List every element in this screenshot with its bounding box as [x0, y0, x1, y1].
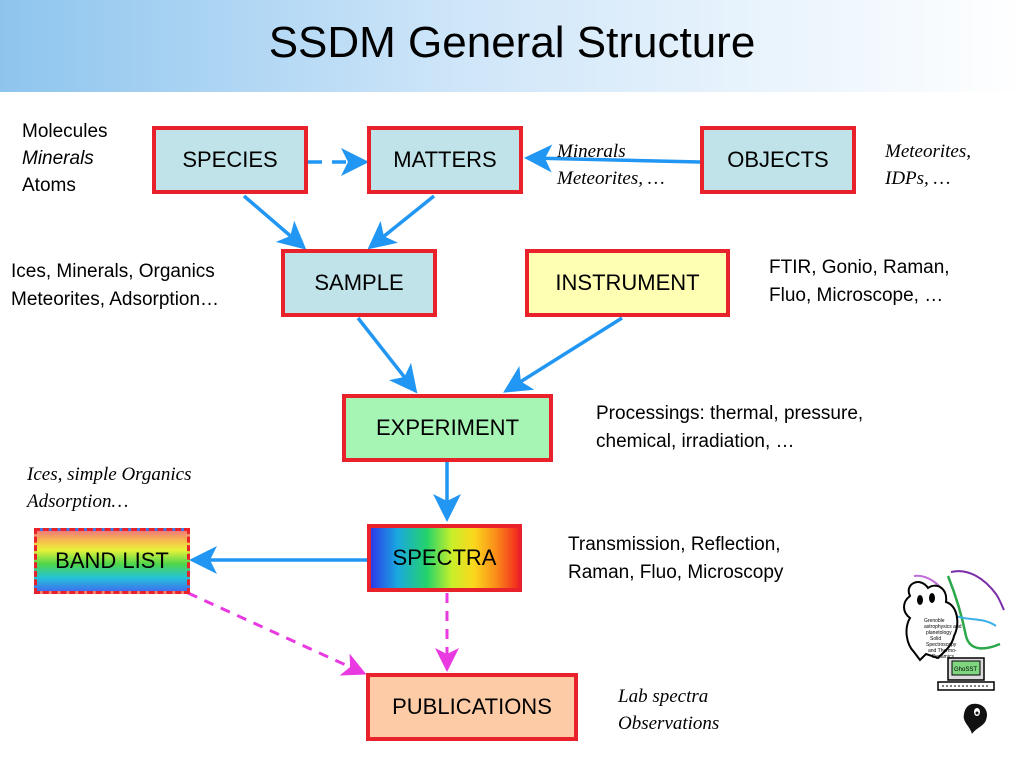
arrow-species-to-sample [242, 194, 307, 250]
arrow-sample-to-experiment [356, 316, 418, 394]
publications-box: PUBLICATIONS [366, 673, 578, 741]
sample-note-line-2: Meteorites, Adsorption… [11, 289, 220, 310]
band-list-box: BAND LIST [34, 528, 190, 594]
matters-box: MATTERS [367, 126, 523, 194]
matters-note-line-1: Minerals [557, 141, 626, 162]
publications-note-line-1: Lab spectra [618, 686, 709, 707]
arrow-bandlist-to-publications [187, 591, 367, 676]
svg-text:Spectroscopy: Spectroscopy [926, 642, 957, 648]
bandlist-note-line-2: Adsorption… [27, 491, 129, 512]
instrument-note-line-1: FTIR, Gonio, Raman, [769, 257, 950, 278]
matters-from-objects-note: Minerals Meteorites, … [557, 138, 665, 192]
experiment-note-line-1: Processings: thermal, pressure, [596, 403, 864, 424]
bandlist-note-line-1: Ices, simple Organics [27, 464, 192, 485]
svg-text:and Thermo-: and Thermo- [928, 648, 957, 654]
species-types-note: Molecules Minerals Atoms [22, 118, 108, 199]
sample-box: SAMPLE [281, 249, 437, 317]
spectra-note-line-2: Raman, Fluo, Microscopy [568, 562, 784, 583]
instrument-note-line-2: Fluo, Microscope, … [769, 285, 944, 306]
matters-note-line-2: Meteorites, … [557, 168, 665, 189]
svg-text:GhoSST: GhoSST [954, 667, 977, 673]
objects-box: OBJECTS [700, 126, 856, 194]
spectra-box: SPECTRA [367, 524, 522, 592]
species-type-atoms: Atoms [22, 175, 76, 196]
sample-note-line-1: Ices, Minerals, Organics [11, 261, 215, 282]
experiment-note-line-2: chemical, irradiation, … [596, 431, 795, 452]
arrow-objects-to-matters [524, 144, 701, 173]
publications-note-line-2: Observations [618, 713, 720, 734]
band-list-examples-note: Ices, simple Organics Adsorption… [27, 461, 191, 515]
ghosst-logo: Grenoble astrophysics and planetology So… [903, 570, 1005, 691]
svg-text:Grenoble: Grenoble [924, 618, 945, 624]
objects-examples-note: Meteorites, IDPs, … [885, 138, 971, 192]
instrument-box: INSTRUMENT [525, 249, 730, 317]
species-type-molecules: Molecules [22, 121, 108, 142]
page-title: SSDM General Structure [268, 18, 756, 67]
species-box: SPECIES [152, 126, 308, 194]
publications-examples-note: Lab spectra Observations [618, 683, 719, 737]
sample-examples-note: Ices, Minerals, Organics Meteorites, Ads… [11, 258, 219, 314]
arrow-instrument-to-experiment [503, 316, 623, 393]
arrow-matters-to-sample [367, 194, 436, 250]
spectra-types-note: Transmission, Reflection, Raman, Fluo, M… [568, 531, 783, 587]
spectra-note-line-1: Transmission, Reflection, [568, 534, 781, 555]
species-type-minerals: Minerals [22, 148, 94, 169]
experiment-box: EXPERIMENT [342, 394, 553, 462]
experiment-processings-note: Processings: thermal, pressure, chemical… [596, 400, 863, 456]
ghost-mascot-icon [963, 703, 988, 734]
objects-note-line-2: IDPs, … [885, 168, 951, 189]
svg-text:Solid: Solid [930, 636, 941, 642]
svg-text:Dynamics: Dynamics [932, 654, 954, 660]
svg-text:planetology: planetology [926, 630, 952, 636]
svg-text:astrophysics and: astrophysics and [924, 624, 962, 630]
instrument-examples-note: FTIR, Gonio, Raman, Fluo, Microscope, … [769, 254, 950, 310]
objects-note-line-1: Meteorites, [885, 141, 972, 162]
title-bar [0, 0, 1024, 92]
